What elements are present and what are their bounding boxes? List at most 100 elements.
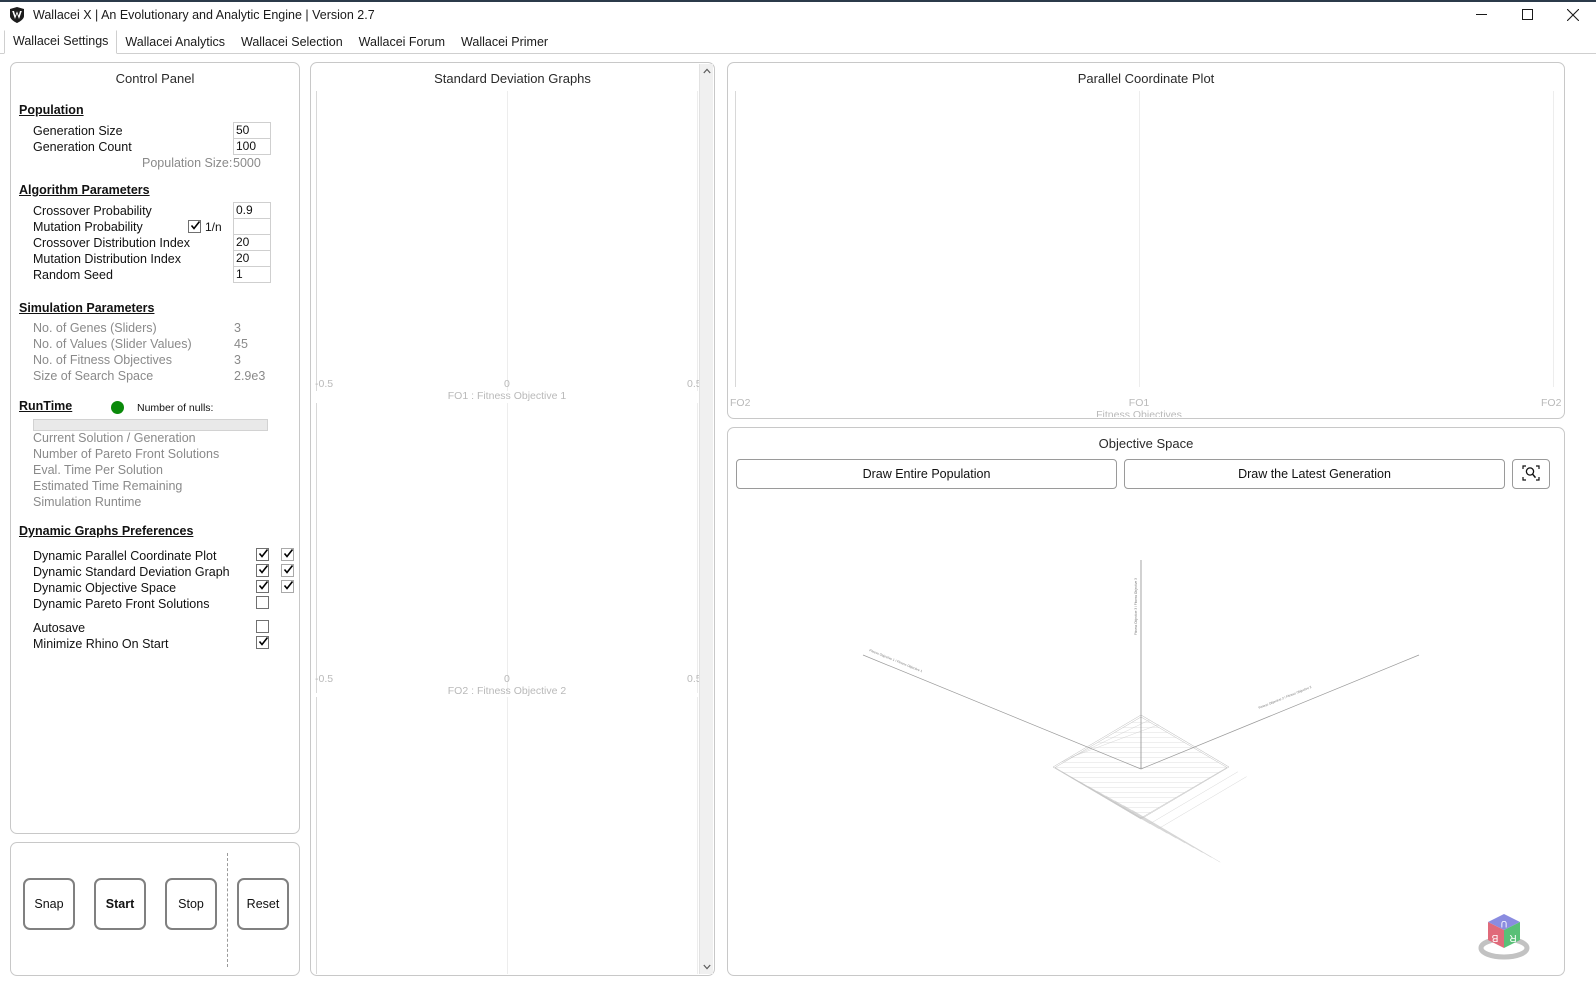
sd-chart2-gridline-right [697, 697, 698, 974]
checkbox-minimize-rhino-on-start[interactable] [256, 636, 269, 649]
minimize-icon[interactable] [1458, 0, 1504, 30]
objective-space-3d-plot: Fitness Objective 3 / Fitness Objective … [862, 560, 1420, 863]
label-estimated-time-remaining: Estimated Time Remaining [33, 479, 183, 493]
input-generation-size[interactable]: 50 [233, 122, 271, 139]
label-generation-size: Generation Size [33, 124, 123, 138]
checkbox-dynamic-parallel-coordinate-plot[interactable] [256, 548, 269, 561]
view-cube-icon[interactable]: U B R [1471, 904, 1537, 962]
label-no-of-values: No. of Values (Slider Values) [33, 337, 192, 351]
input-generation-count[interactable]: 100 [233, 138, 271, 155]
standard-deviation-graphs-scrollbar[interactable] [699, 64, 713, 974]
check-tick-icon [283, 564, 294, 577]
checkbox-dynamic-objective-space[interactable] [256, 580, 269, 593]
value-size-of-search-space: 2.9e3 [234, 369, 266, 383]
label-autosave: Autosave [33, 621, 86, 635]
checkbox-dynamic-pareto-front-solutions[interactable] [256, 596, 269, 609]
sd-chart1-gridline-center-lower [507, 403, 508, 693]
standard-deviation-graphs-title: Standard Deviation Graphs [434, 71, 591, 86]
start-button[interactable]: Start [94, 878, 146, 930]
check-tick-icon [258, 564, 269, 577]
input-crossover-distribution-index[interactable]: 20 [233, 234, 271, 251]
checkbox-dynamic-objective-space-secondary[interactable] [281, 580, 294, 593]
window-titlebar: Wallacei X | An Evolutionary and Analyti… [0, 0, 1596, 30]
tab-wallacei-settings[interactable]: Wallacei Settings [4, 30, 118, 54]
control-panel: Control Panel Population Generation Size… [10, 62, 300, 834]
label-generation-count: Generation Count [33, 140, 132, 154]
chevron-down-icon[interactable] [700, 960, 714, 974]
wallacei-logo-icon [9, 6, 25, 23]
check-tick-icon [283, 580, 294, 593]
pcp-axis-label-left: FO2 [730, 397, 751, 409]
label-simulation-runtime: Simulation Runtime [33, 495, 142, 509]
pcp-axis-center [1139, 91, 1140, 387]
parallel-coordinate-plot-canvas[interactable]: FO2 FO1 FO2 Fitness Objectives [729, 91, 1563, 417]
section-algorithm-heading: Algorithm Parameters [19, 183, 150, 197]
sd-chart1-gridline-right-lower [697, 403, 698, 693]
standard-deviation-graphs-panel: Standard Deviation Graphs -0.5 0 0.5 FO1… [310, 62, 715, 976]
label-minimize-rhino-on-start: Minimize Rhino On Start [33, 637, 169, 651]
label-number-of-nulls: Number of nulls: [137, 402, 214, 414]
pcp-axis-right [1553, 91, 1554, 387]
label-no-of-genes: No. of Genes (Sliders) [33, 321, 157, 335]
section-population-heading: Population [19, 103, 84, 117]
action-buttons-panel: Snap Start Stop Reset [10, 842, 300, 976]
stop-button[interactable]: Stop [165, 878, 217, 930]
check-tick-icon [190, 220, 201, 233]
input-random-seed[interactable]: 1 [233, 266, 271, 283]
label-size-of-search-space: Size of Search Space [33, 369, 154, 383]
input-mutation-distribution-index[interactable]: 20 [233, 250, 271, 267]
objective-space-panel: Objective Space Draw Entire Population D… [727, 427, 1565, 976]
checkbox-mutation-one-over-n[interactable] [188, 220, 201, 233]
sd-chart1-gridline-right [697, 91, 698, 391]
label-one-over-n: 1/n [205, 220, 222, 234]
value-no-of-fitness-objectives: 3 [234, 353, 241, 367]
checkbox-dynamic-standard-deviation-graph-secondary[interactable] [281, 564, 294, 577]
sd-chart2-xtick-min: -0.5 [315, 673, 334, 685]
standard-deviation-graphs-canvas[interactable]: -0.5 0 0.5 FO1 : Fitness Objective 1 -0.… [312, 91, 700, 974]
draw-latest-generation-button[interactable]: Draw the Latest Generation [1124, 459, 1505, 489]
tab-wallacei-primer[interactable]: Wallacei Primer [461, 35, 549, 49]
pcp-axis-label-center: FO1 [1128, 397, 1150, 409]
svg-text:U: U [1501, 919, 1508, 929]
objective-space-3d-viewport[interactable]: Fitness Objective 3 / Fitness Objective … [729, 500, 1563, 974]
svg-text:R: R [1509, 932, 1516, 943]
checkbox-autosave[interactable] [256, 620, 269, 633]
tab-wallacei-selection[interactable]: Wallacei Selection [241, 35, 343, 49]
sd-chart1-xtick-max: 0.5 [687, 378, 700, 390]
checkbox-dynamic-standard-deviation-graph[interactable] [256, 564, 269, 577]
label-mutation-distribution-index: Mutation Distribution Index [33, 252, 181, 266]
tab-wallacei-analytics[interactable]: Wallacei Analytics [125, 35, 225, 49]
pcp-axis-label-right: FO2 [1541, 397, 1562, 409]
buttons-divider [227, 853, 228, 967]
label-crossover-distribution-index: Crossover Distribution Index [33, 236, 191, 250]
section-simulation-heading: Simulation Parameters [19, 301, 155, 315]
tab-wallacei-forum[interactable]: Wallacei Forum [358, 35, 446, 49]
zoom-extents-button[interactable] [1512, 459, 1550, 489]
draw-entire-population-button[interactable]: Draw Entire Population [736, 459, 1117, 489]
runtime-progressbar [33, 419, 268, 431]
label-eval-time-per-solution: Eval. Time Per Solution [33, 463, 163, 477]
window-controls [1458, 0, 1596, 30]
snap-button[interactable]: Snap [23, 878, 75, 930]
check-tick-icon [283, 548, 294, 561]
label-dynamic-parallel-coordinate-plot: Dynamic Parallel Coordinate Plot [33, 549, 217, 563]
checkbox-dynamic-parallel-coordinate-plot-secondary[interactable] [281, 548, 294, 561]
input-mutation-probability[interactable] [233, 218, 271, 235]
sd-chart1-xtick-mid: 0 [504, 378, 510, 390]
value-population-size: 5000 [233, 156, 261, 170]
maximize-icon[interactable] [1504, 0, 1550, 30]
label-crossover-probability: Crossover Probability [33, 204, 152, 218]
chevron-up-icon[interactable] [700, 64, 714, 78]
titlebar-accent-line [0, 0, 1596, 2]
sd-chart1-gridline-center [507, 91, 508, 391]
reset-button[interactable]: Reset [237, 878, 289, 930]
check-tick-icon [258, 580, 269, 593]
sd-chart2-xlabel: FO2 : Fitness Objective 2 [447, 685, 567, 697]
pcp-axis-left [735, 91, 736, 387]
section-dynamic-graphs-heading: Dynamic Graphs Preferences [19, 524, 194, 538]
check-tick-icon [258, 636, 269, 649]
close-icon[interactable] [1550, 0, 1596, 30]
input-crossover-probability[interactable]: 0.9 [233, 202, 271, 219]
sd-chart1-xlabel: FO1 : Fitness Objective 1 [447, 390, 567, 402]
sd-chart2-axis-left [316, 697, 317, 974]
